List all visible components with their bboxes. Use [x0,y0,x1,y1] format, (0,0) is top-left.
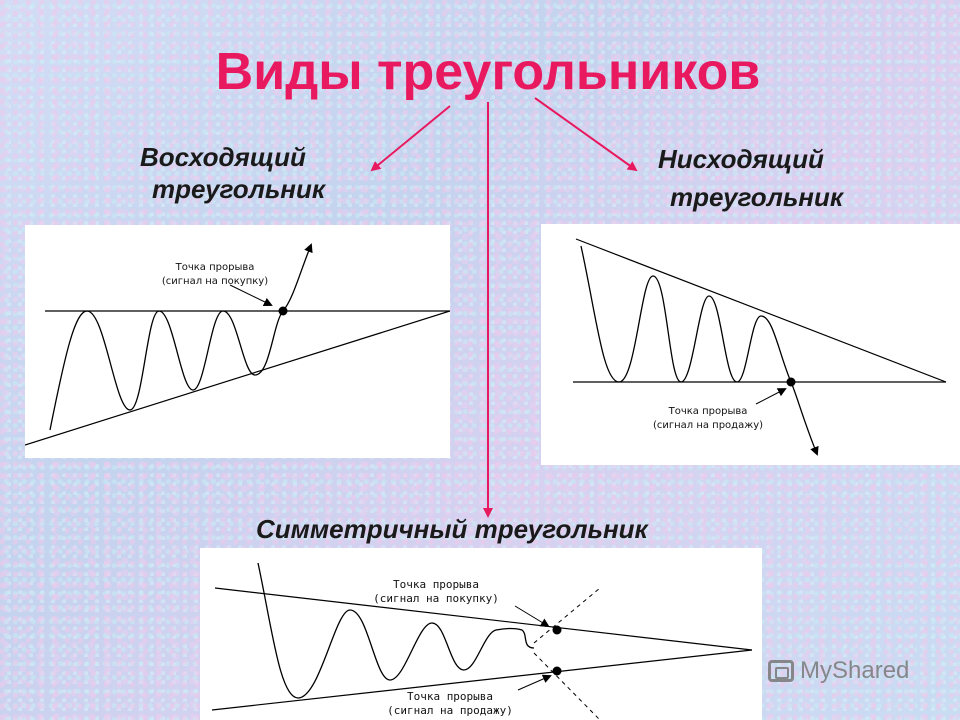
sell-annotation-line1: Точка прорыва [407,690,493,703]
arrow-to-ascending [370,105,451,172]
breakout-up-dashed [533,587,601,644]
ascending-label-line1: Восходящий [140,142,306,172]
buy-breakout-point [552,625,562,635]
page-title: Виды треугольников [215,43,761,101]
buy-annotation-line1: Точка прорыва [393,578,479,591]
ascending-label-line2: треугольник [152,174,326,204]
annotation-arrow [755,388,787,405]
buy-annotation-arrow [514,605,550,628]
myshared-logo-icon [768,660,794,682]
annotation-line2: (сигнал на покупку) [162,276,268,287]
price-wave [257,562,535,699]
symmetric-triangle-chart: Точка прорыва (сигнал на покупку) Точка … [200,548,762,720]
watermark: MyShared [768,657,909,685]
descending-label-line1: Нисходящий [658,144,824,174]
arrow-to-descending [534,97,638,172]
descending-label-line2: треугольник [670,182,844,212]
breakout-point [786,377,796,387]
sell-annotation-line2: (сигнал на продажу) [387,704,513,717]
watermark-text: MyShared [800,657,910,684]
upper-falling-line [214,587,753,651]
annotation-arrow [229,284,273,306]
annotation-line1: Точка прорыва [668,406,748,417]
annotation-line1: Точка прорыва [175,262,255,273]
price-wave [49,243,313,431]
sell-breakout-point [552,666,562,676]
falling-resistance-line [575,238,947,383]
symmetric-label: Симметричный треугольник [256,514,648,544]
breakout-point [278,306,288,316]
annotation-line2: (сигнал на продажу) [653,420,763,431]
descending-triangle-chart: Точка прорыва (сигнал на продажу) [541,224,960,465]
sell-annotation-arrow [517,674,552,691]
ascending-triangle-chart: Точка прорыва (сигнал на покупку) [25,225,450,458]
price-wave [580,245,819,456]
lower-rising-line [211,649,753,711]
breakout-down-dashed [533,652,601,720]
rising-support-line [25,310,450,446]
buy-annotation-line2: (сигнал на покупку) [373,592,499,605]
